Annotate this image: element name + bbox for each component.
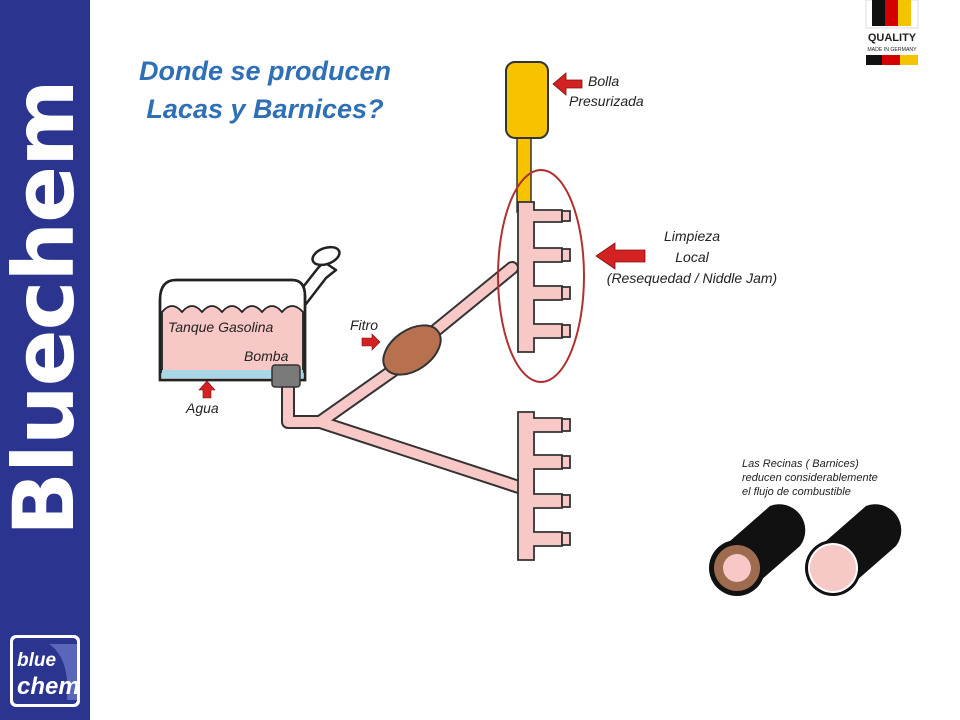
- clogged-pipe-section: [709, 504, 806, 596]
- flag-red: [885, 0, 898, 26]
- highlight-ring: [497, 169, 585, 383]
- bluechem-logo: blue chem: [10, 635, 80, 707]
- label-resins-3: el flujo de combustible: [742, 486, 851, 498]
- logo-text-chem: chem: [17, 673, 80, 700]
- label-presurizada: Presurizada: [569, 93, 644, 109]
- fuel-pump: [271, 364, 301, 388]
- quality-text: QUALITY: [868, 32, 917, 44]
- fuel-system-diagram: Bolla Presurizada Limpieza Local (Resequ…: [158, 61, 902, 596]
- label-water: Agua: [185, 400, 219, 416]
- quality-badge: QUALITY MADE IN GERMANY: [864, 0, 920, 66]
- title-line-2: Lacas y Barnices?: [146, 94, 384, 124]
- logo-text-blue: blue: [17, 650, 56, 671]
- label-resins-2: reducen considerablemente: [742, 472, 878, 484]
- upper-fuel-rail: [517, 201, 571, 353]
- label-bolla: Bolla: [588, 73, 619, 89]
- brand-wordmark: Bluechem: [0, 80, 93, 536]
- label-filter: Fitro: [350, 317, 378, 333]
- label-resins-1: Las Recinas ( Barnices): [742, 458, 859, 470]
- made-in-germany-text: MADE IN GERMANY: [867, 47, 917, 53]
- page-title: Donde se producen Lacas y Barnices?: [100, 52, 430, 128]
- arrow-filter: [361, 333, 381, 351]
- label-limpieza: Limpieza: [664, 228, 720, 244]
- clean-pipe-section: [805, 504, 902, 596]
- fuel-tank: [158, 245, 341, 382]
- label-resequedad: (Resequedad / Niddle Jam): [607, 270, 777, 286]
- fuel-pipes: [281, 261, 535, 497]
- label-tank: Tanque Gasolina: [168, 319, 274, 335]
- fuel-filter: [382, 324, 442, 376]
- arrow-bolla: [552, 72, 583, 96]
- title-line-1: Donde se producen: [138, 56, 392, 86]
- label-pump: Bomba: [244, 348, 289, 364]
- label-local: Local: [675, 249, 709, 265]
- lower-fuel-rail: [517, 411, 571, 561]
- arrow-water: [198, 380, 216, 399]
- water-layer: [162, 370, 303, 378]
- flag-black: [872, 0, 885, 26]
- flag-gold: [898, 0, 911, 26]
- pressurized-vessel: [505, 61, 549, 139]
- arrow-limpieza: [595, 242, 646, 270]
- sidebar: Bluechem blue chem: [0, 0, 93, 720]
